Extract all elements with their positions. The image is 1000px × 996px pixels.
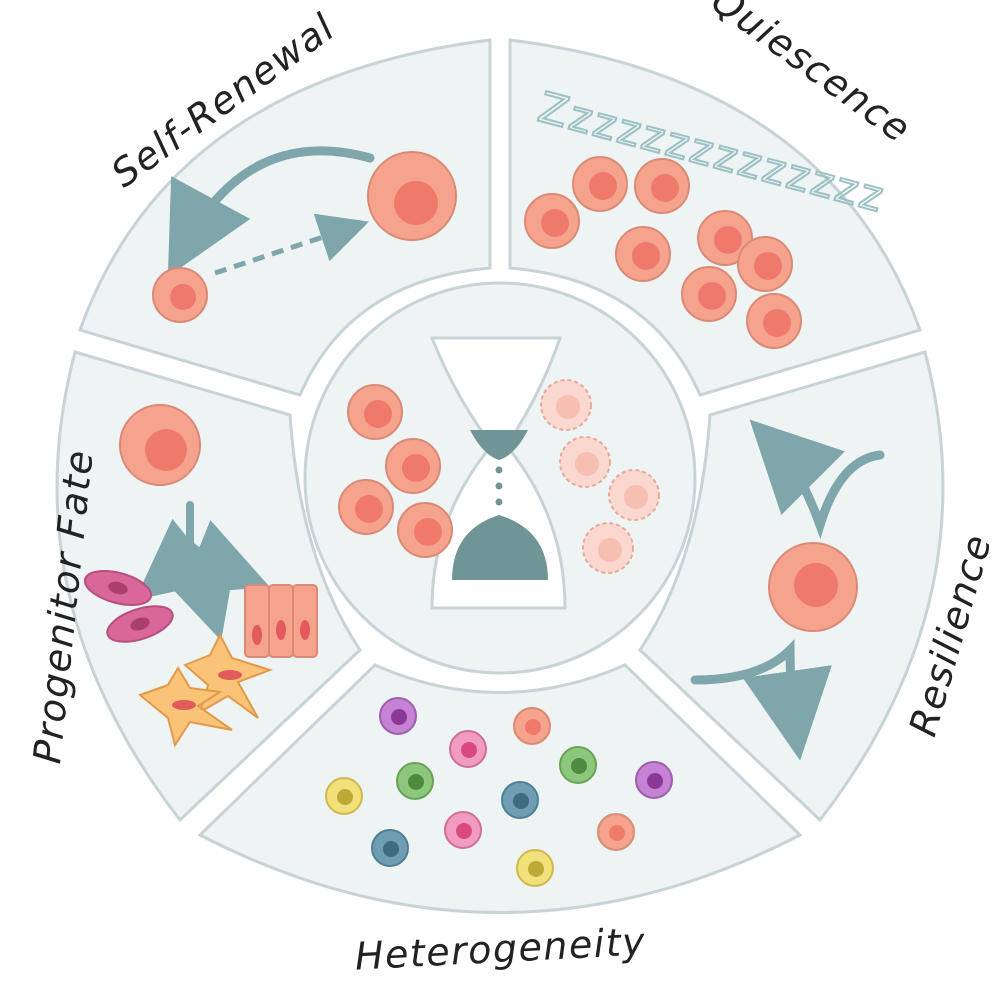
cell bbox=[338, 479, 394, 535]
center-cells-healthy bbox=[338, 384, 453, 558]
panel-heterogeneity bbox=[197, 663, 803, 914]
cell bbox=[572, 156, 628, 212]
self-renewal-content bbox=[152, 146, 457, 323]
hourglass-icon bbox=[429, 336, 567, 610]
cell bbox=[152, 267, 208, 323]
circular-arrow-icon bbox=[167, 146, 375, 277]
cell bbox=[768, 542, 858, 632]
faded-cell bbox=[540, 379, 592, 431]
center-cells-faded bbox=[540, 379, 660, 574]
bounce-back-arrow-lower bbox=[690, 639, 832, 761]
cell-purple bbox=[635, 761, 673, 799]
label-heterogeneity: Heterogeneity bbox=[354, 919, 647, 978]
cell bbox=[681, 266, 737, 322]
heterogeneity-content bbox=[325, 697, 673, 887]
cell bbox=[737, 236, 793, 292]
faded-cell bbox=[608, 469, 660, 521]
cell-pink bbox=[449, 730, 487, 768]
cell-green bbox=[396, 762, 434, 800]
branching-arrow-icon bbox=[135, 501, 270, 641]
cell-pink bbox=[444, 811, 482, 849]
spindle-cell bbox=[83, 570, 153, 606]
faded-cell bbox=[559, 436, 611, 488]
epithelial-cells bbox=[244, 584, 318, 658]
bounce-back-arrow-icon bbox=[749, 419, 885, 540]
cell-yellow bbox=[516, 849, 554, 887]
cell-purple bbox=[379, 697, 417, 735]
cell bbox=[697, 210, 753, 266]
cell-blue bbox=[371, 829, 409, 867]
cell bbox=[397, 502, 453, 558]
cell bbox=[746, 293, 802, 349]
cell bbox=[119, 404, 201, 486]
cell bbox=[347, 384, 403, 440]
cell bbox=[385, 438, 441, 494]
cell-blue bbox=[501, 781, 539, 819]
cell bbox=[634, 158, 690, 214]
cell bbox=[524, 193, 580, 249]
cell-salmon bbox=[513, 707, 551, 745]
spindle-cell bbox=[106, 605, 174, 643]
resilience-content bbox=[690, 419, 885, 761]
cell bbox=[615, 226, 671, 282]
progenitor-fate-content bbox=[83, 404, 318, 748]
cell-green bbox=[559, 746, 597, 784]
dashed-arrow bbox=[214, 213, 369, 276]
faded-cell bbox=[582, 522, 634, 574]
stellate-cell bbox=[138, 666, 233, 748]
cell-salmon bbox=[597, 813, 635, 851]
cell bbox=[367, 151, 457, 241]
cell-yellow bbox=[325, 777, 363, 815]
